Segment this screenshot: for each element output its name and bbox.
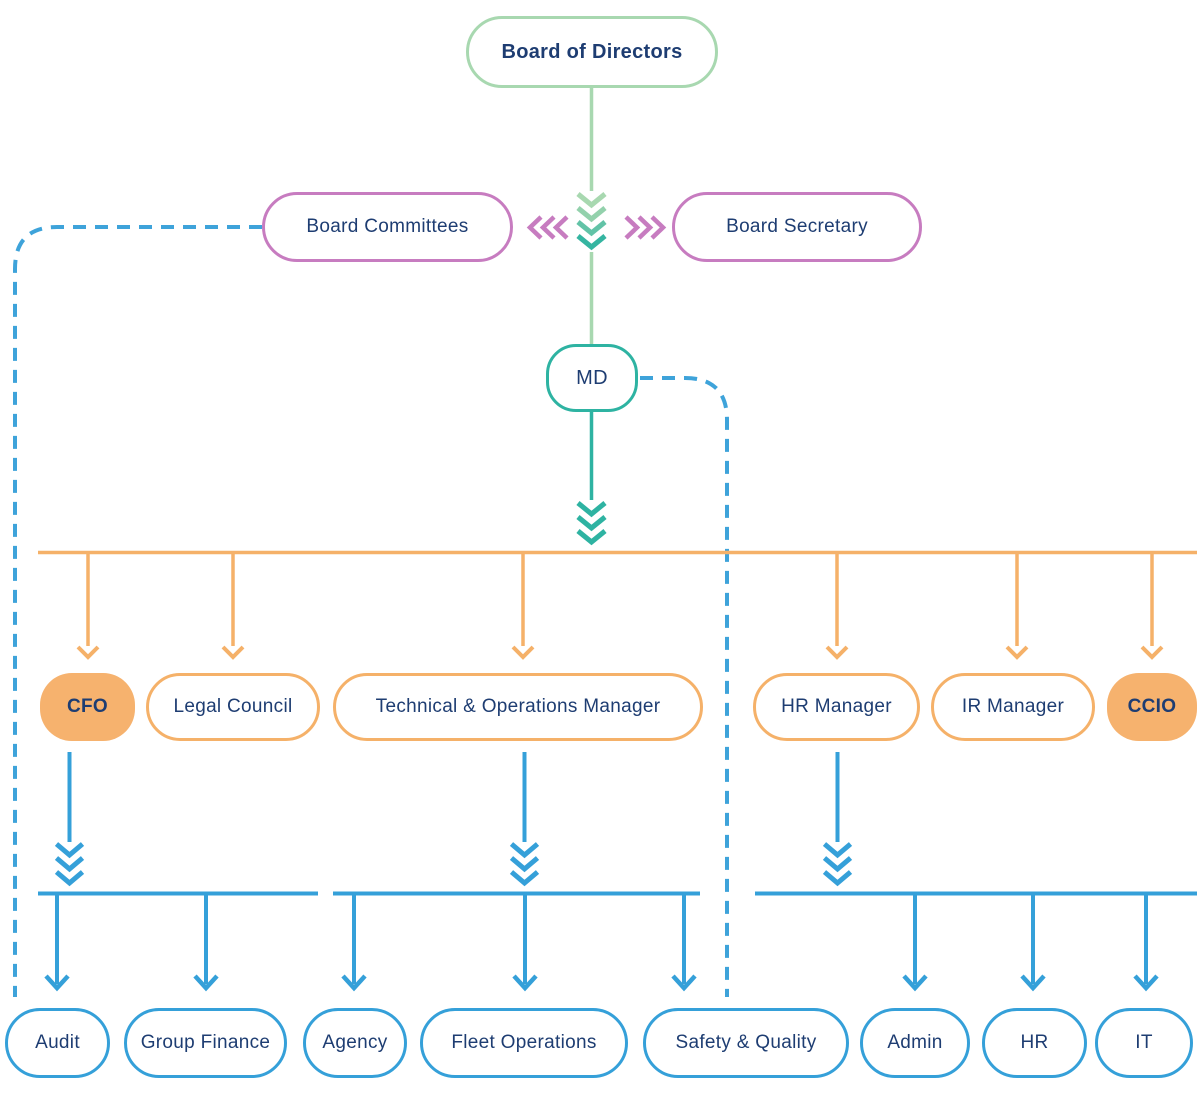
node-board-secretary: Board Secretary (672, 192, 922, 262)
edge-md-to-bus (576, 412, 607, 546)
chevron-down-icon (576, 192, 607, 251)
manager-bus (38, 550, 1197, 660)
node-board-committees: Board Committees (262, 192, 513, 262)
edge-md-to-safety-dashed (640, 376, 729, 997)
node-cfo: CFO (40, 673, 135, 741)
edge-bod-to-md (576, 88, 607, 344)
node-ir-manager: IR Manager (931, 673, 1095, 741)
node-fleet-operations: Fleet Operations (420, 1008, 628, 1078)
node-it: IT (1095, 1008, 1193, 1078)
edge-hrmanager-drop (822, 752, 853, 887)
edge-committees-to-audit-dashed (13, 225, 262, 997)
node-legal-council: Legal Council (146, 673, 320, 741)
node-hr: HR (982, 1008, 1087, 1078)
node-audit: Audit (5, 1008, 110, 1078)
node-hr-manager: HR Manager (753, 673, 920, 741)
arrow-down-icon (76, 554, 1164, 660)
node-admin: Admin (860, 1008, 970, 1078)
node-ccio: CCIO (1107, 673, 1197, 741)
node-technical-operations-manager: Technical & Operations Manager (333, 673, 703, 741)
department-buses (38, 891, 1197, 992)
edge-techops-drop (509, 752, 540, 887)
department-drops (54, 752, 853, 887)
node-group-finance: Group Finance (124, 1008, 287, 1078)
chevron-down-icon (576, 501, 607, 546)
node-safety-quality: Safety & Quality (643, 1008, 849, 1078)
chevron-right-icon (624, 215, 667, 240)
arrow-down-icon (44, 895, 1159, 992)
edge-cfo-drop (54, 752, 85, 887)
chevron-left-icon (526, 215, 569, 240)
node-board-of-directors: Board of Directors (466, 16, 718, 88)
node-md: MD (546, 344, 638, 412)
node-agency: Agency (303, 1008, 407, 1078)
